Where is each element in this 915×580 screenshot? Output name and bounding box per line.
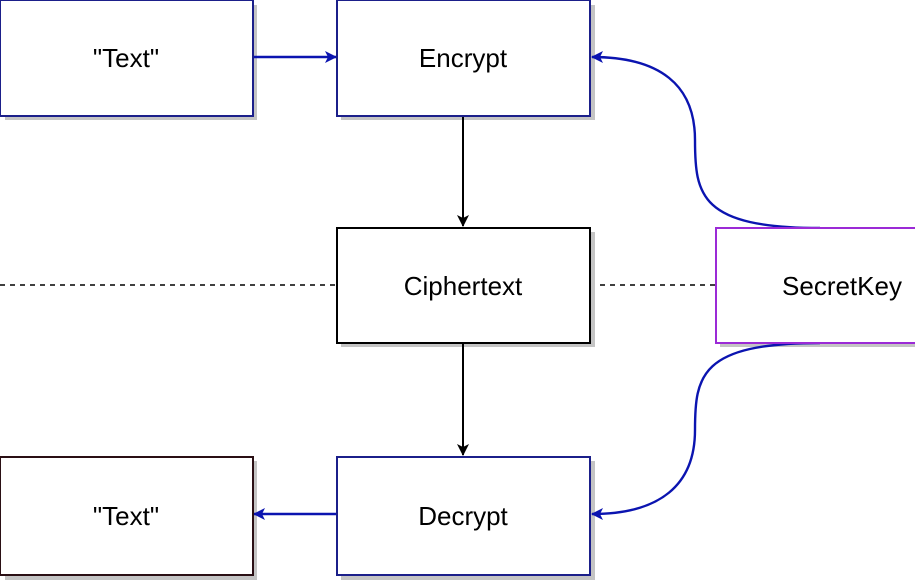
decrypt-label: Decrypt [418, 501, 508, 531]
node-decrypt: Decrypt [336, 456, 591, 576]
node-plaintext-output: "Text" [0, 456, 254, 576]
edge-secretkey-to-decrypt [591, 341, 821, 520]
node-encrypt: Encrypt [336, 0, 591, 117]
node-ciphertext: Ciphertext [336, 227, 591, 344]
encrypt-label: Encrypt [419, 43, 508, 73]
plaintext-output-label: "Text" [93, 501, 159, 531]
node-secret-key: SecretKey [715, 227, 915, 344]
edge-secretkey-to-encrypt [591, 51, 821, 230]
secret-key-label: SecretKey [782, 271, 902, 301]
ciphertext-label: Ciphertext [404, 271, 523, 301]
node-plaintext-input: "Text" [0, 0, 254, 117]
plaintext-input-label: "Text" [93, 43, 159, 73]
